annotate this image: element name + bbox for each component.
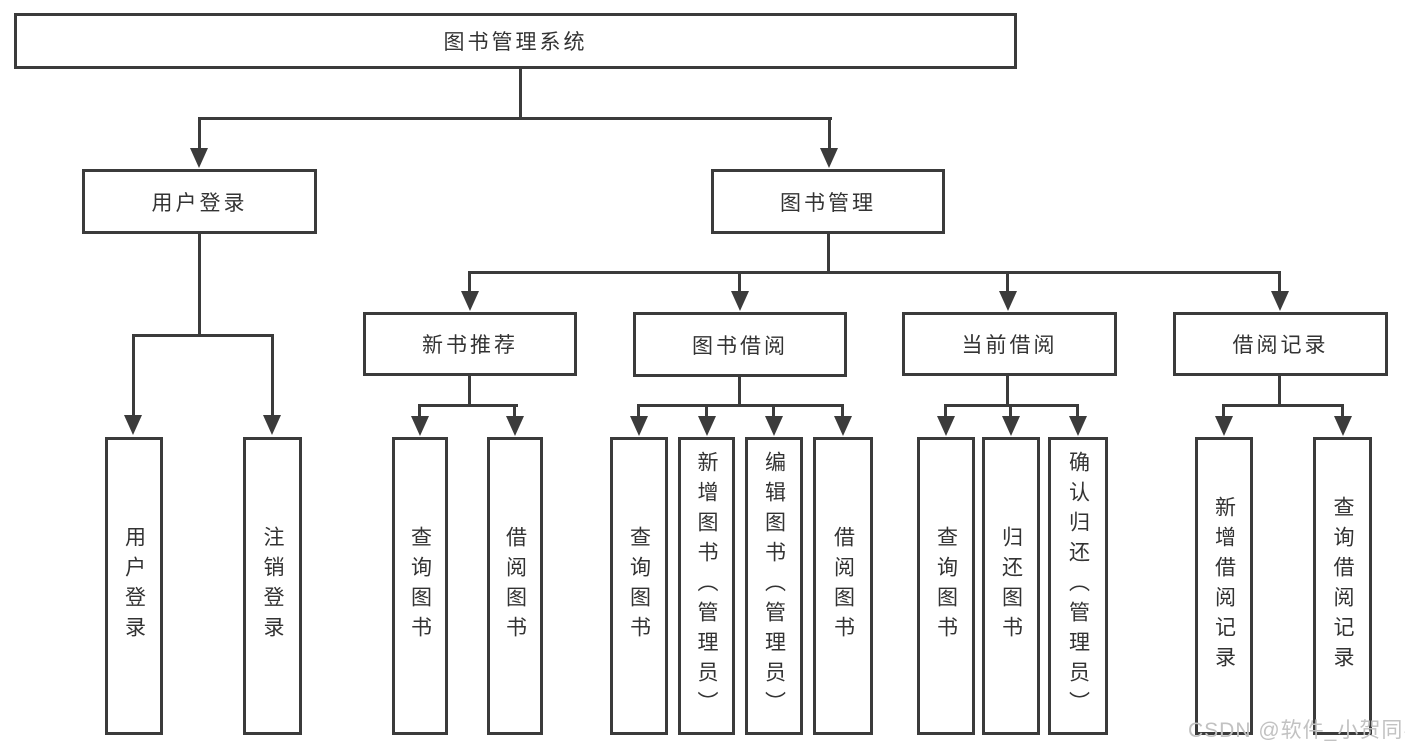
node-borrowing-records: 借阅记录	[1173, 312, 1388, 376]
node-user-login-branch: 用户登录	[82, 169, 317, 234]
arrow-down-icon	[1271, 291, 1289, 311]
csdn-watermark: CSDN @软件_小贺同学	[1188, 719, 1405, 742]
connector-line	[418, 407, 421, 417]
node-user-login-label: 用户登录	[122, 526, 146, 646]
node-borrow-books-borrowing: 借阅图书	[813, 437, 873, 735]
arrow-down-icon	[1002, 416, 1020, 436]
connector-line	[637, 404, 844, 407]
node-query-books-borrowing-label: 查询图书	[627, 526, 651, 646]
connector-line	[468, 376, 471, 406]
node-new-book-recommend: 新书推荐	[363, 312, 577, 376]
connector-line	[132, 337, 135, 417]
connector-line	[828, 120, 831, 150]
node-new-book-recommend-label: 新书推荐	[422, 334, 518, 357]
node-query-books-current-label: 查询图书	[934, 526, 958, 646]
connector-line	[738, 377, 741, 406]
connector-line	[738, 274, 741, 293]
node-current-borrowing-label: 当前借阅	[961, 334, 1058, 357]
node-user-login: 用户登录	[105, 437, 163, 735]
connector-line	[271, 337, 274, 417]
node-add-borrow-record: 新增借阅记录	[1195, 437, 1253, 735]
connector-line	[1278, 274, 1281, 293]
connector-line	[1341, 407, 1344, 417]
node-book-borrowing-label: 图书借阅	[692, 334, 788, 358]
node-logout-login: 注销登录	[243, 437, 302, 735]
connector-line	[1222, 407, 1225, 417]
arrow-down-icon	[1334, 416, 1352, 436]
arrow-down-icon	[630, 416, 648, 436]
connector-line	[132, 334, 274, 337]
connector-line	[1222, 404, 1344, 407]
node-query-books-recommend: 查询图书	[392, 437, 448, 735]
connector-line	[198, 117, 832, 120]
node-edit-books-admin-label: 编辑图书（管理员）	[762, 451, 786, 721]
connector-line	[1278, 376, 1281, 406]
node-borrow-books-recommend-label: 借阅图书	[503, 526, 527, 646]
node-query-books-borrowing: 查询图书	[610, 437, 668, 735]
arrow-down-icon	[1069, 416, 1087, 436]
connector-line	[513, 407, 516, 417]
node-current-borrowing: 当前借阅	[902, 312, 1117, 376]
connector-line	[468, 274, 471, 293]
node-borrow-books-recommend: 借阅图书	[487, 437, 543, 735]
connector-line	[705, 407, 708, 417]
connector-line	[637, 407, 640, 417]
arrow-down-icon	[731, 291, 749, 311]
arrow-down-icon	[411, 416, 429, 436]
node-add-books-admin: 新增图书（管理员）	[678, 437, 735, 735]
node-book-management: 图书管理	[711, 169, 945, 234]
connector-line	[198, 120, 201, 150]
node-query-books-current: 查询图书	[917, 437, 975, 735]
connector-line	[827, 234, 830, 273]
arrow-down-icon	[263, 415, 281, 435]
arrow-down-icon	[698, 416, 716, 436]
node-query-books-recommend-label: 查询图书	[408, 526, 432, 646]
connector-line	[1006, 376, 1009, 406]
node-user-login-branch-label: 用户登录	[151, 191, 248, 215]
connector-line	[198, 234, 201, 336]
arrow-down-icon	[765, 416, 783, 436]
arrow-down-icon	[820, 148, 838, 168]
node-confirm-return-admin: 确认归还（管理员）	[1048, 437, 1108, 735]
node-query-borrow-record-label: 查询借阅记录	[1331, 496, 1354, 676]
connector-line	[468, 271, 1281, 274]
connector-line	[944, 404, 1079, 407]
connector-line	[1009, 407, 1012, 417]
arrow-down-icon	[1215, 416, 1233, 436]
node-book-management-label: 图书管理	[780, 191, 876, 215]
arrow-down-icon	[834, 416, 852, 436]
node-borrow-books-borrowing-label: 借阅图书	[831, 526, 855, 646]
connector-line	[1076, 407, 1079, 417]
node-root: 图书管理系统	[14, 13, 1017, 69]
arrow-down-icon	[190, 148, 208, 168]
connector-line	[944, 407, 947, 417]
node-return-books: 归还图书	[982, 437, 1040, 735]
arrow-down-icon	[937, 416, 955, 436]
connector-line	[519, 67, 522, 119]
arrow-down-icon	[461, 291, 479, 311]
node-return-books-label: 归还图书	[999, 526, 1023, 646]
arrow-down-icon	[124, 415, 142, 435]
node-root-label: 图书管理系统	[443, 31, 588, 54]
node-query-borrow-record: 查询借阅记录	[1313, 437, 1372, 735]
node-add-borrow-record-label: 新增借阅记录	[1212, 496, 1236, 676]
connector-line	[1006, 274, 1009, 293]
connector-line	[841, 407, 844, 417]
node-logout-login-label: 注销登录	[261, 526, 284, 646]
node-confirm-return-admin-label: 确认归还（管理员）	[1066, 451, 1090, 721]
arrow-down-icon	[506, 416, 524, 436]
node-borrowing-records-label: 借阅记录	[1232, 334, 1329, 357]
connector-line	[772, 407, 775, 417]
connector-line	[418, 404, 518, 407]
node-add-books-admin-label: 新增图书（管理员）	[695, 451, 718, 721]
node-edit-books-admin: 编辑图书（管理员）	[745, 437, 803, 735]
arrow-down-icon	[999, 291, 1017, 311]
node-book-borrowing: 图书借阅	[633, 312, 847, 377]
